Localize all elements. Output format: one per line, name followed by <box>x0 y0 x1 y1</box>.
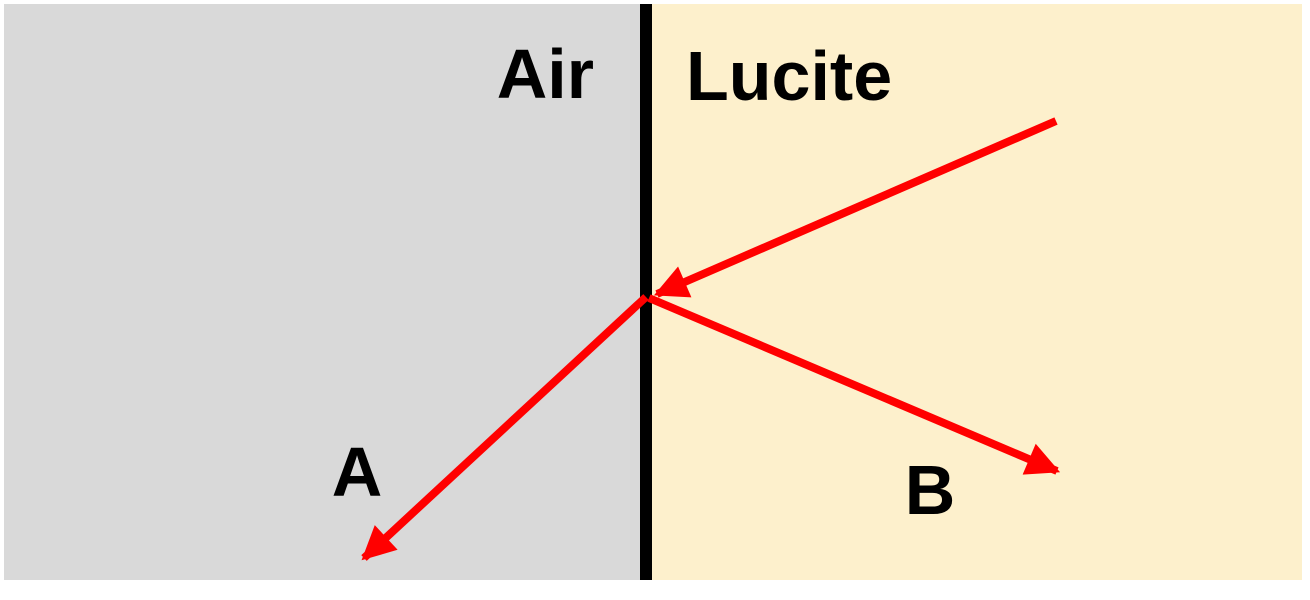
air-region <box>4 4 644 580</box>
ray-label-b: B <box>905 451 956 529</box>
lucite-region <box>644 4 1302 580</box>
reflected-ray-b <box>647 294 1061 475</box>
incident-ray <box>653 117 1058 298</box>
ray-label-a: A <box>332 433 383 511</box>
refracted-ray-a <box>361 294 649 561</box>
lucite-label: Lucite <box>686 37 892 115</box>
air-label: Air <box>497 35 594 113</box>
